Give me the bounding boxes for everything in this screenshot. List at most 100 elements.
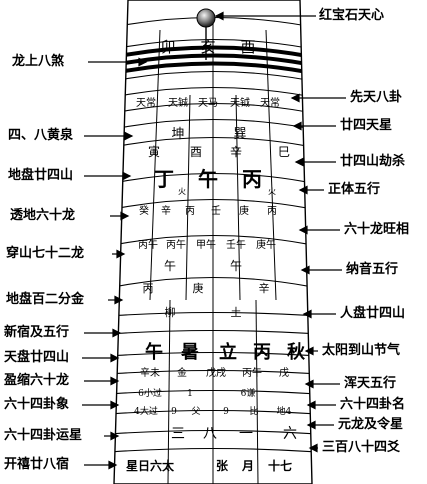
ring-glyph-row1-2: 酉 xyxy=(240,38,255,56)
ring-glyph-row1-1: 亥 xyxy=(200,38,215,56)
label-chuanshan-72-long: 穿山七十二龙 xyxy=(6,246,85,261)
ring-glyph-row3-3: 天钺 xyxy=(230,96,250,109)
ring-glyph-row10-0: 丙 xyxy=(143,282,154,295)
arrow-head-icon xyxy=(290,93,300,103)
ring-glyph-row12-0: 午 xyxy=(145,341,163,363)
ring-glyph-row7-0: 癸 xyxy=(139,204,149,217)
ring-glyph-row16-1: 八 xyxy=(203,426,217,442)
ring-glyph-row13-1: 金 xyxy=(177,366,187,379)
ring-glyph-row10-1: 庚 xyxy=(193,281,204,295)
ring-glyph-row11-1: 土 xyxy=(231,306,242,319)
label-dipan-24-shan: 地盘廿四山 xyxy=(8,168,74,183)
ring-glyph-row16-3: 六 xyxy=(283,426,297,442)
ring-glyph-row11-0: 柳 xyxy=(165,305,176,319)
arrow-head-icon xyxy=(120,211,130,221)
ring-glyph-row6-small-0: 火 xyxy=(178,187,186,196)
ring-glyph-row3-2: 天马 xyxy=(198,97,218,109)
ring-glyph-row9-0: 午 xyxy=(164,259,176,273)
label-ruby-center: 红宝石天心 xyxy=(319,8,385,23)
arrow-head-icon xyxy=(110,376,120,386)
arrow-head-icon xyxy=(114,295,124,305)
ring-glyph-row15-3: 9 xyxy=(223,407,229,417)
ring-glyph-row17-3: 十七 xyxy=(268,458,292,473)
ring-glyph-row3-0: 天常 xyxy=(136,96,156,109)
ring-glyph-row15-1: 9 xyxy=(171,407,177,417)
leader-arrows xyxy=(82,11,346,470)
label-longshang-bash: 龙上八煞 xyxy=(12,54,65,69)
arrow-head-icon xyxy=(112,328,122,338)
label-si-ba-huangquan: 四、八黄泉 xyxy=(8,128,74,143)
ring-glyph-row15-5: 地4 xyxy=(277,405,292,417)
arrow-head-icon xyxy=(116,249,126,259)
ring-text-layer: 卯亥酉天常天铖天马天钺天常坤巽寅酉辛巳丁午丙火火癸辛丙壬庚丙丙午丙午甲午壬午庚午… xyxy=(126,38,306,473)
radial-dividers xyxy=(149,20,277,484)
ring-glyph-row12-4: 秋 xyxy=(287,341,306,363)
label-tianpan-24-shan: 天盘廿四山 xyxy=(4,350,70,365)
arrow-head-icon xyxy=(292,121,302,131)
ring-glyph-row5-2: 辛 xyxy=(230,145,242,159)
label-xinsu-wuxing: 新宿及五行 xyxy=(4,325,70,340)
arrow-head-icon xyxy=(294,157,304,167)
label-24-shan-jiesha: 廿四山劫杀 xyxy=(340,154,406,169)
arrow-head-icon xyxy=(110,400,120,410)
ring-glyph-row13-0: 辛未 xyxy=(140,366,160,379)
ring-glyph-row16-0: 三 xyxy=(171,426,185,442)
arrow-head-icon xyxy=(298,225,308,235)
arrow-head-icon xyxy=(214,11,224,21)
arrow-head-icon xyxy=(308,443,318,453)
ring-glyph-row15-2: 父 xyxy=(191,406,200,417)
label-64-gua-xiang: 六十四卦象 xyxy=(4,397,70,412)
label-64-gua-yunxing: 六十四卦运星 xyxy=(4,428,83,443)
ring-glyph-row8-1: 丙午 xyxy=(166,238,186,251)
arrow-head-icon xyxy=(138,57,148,67)
ring-glyph-row13-3: 丙午 xyxy=(242,366,262,379)
ring-glyph-row5-3: 巳 xyxy=(278,145,290,159)
label-nayin-wuxing: 纳音五行 xyxy=(346,262,399,277)
label-24-tianxing: 廿四天星 xyxy=(340,118,393,133)
arrow-head-icon xyxy=(300,265,310,275)
label-kaixi-28-xiu: 开禧廿八宿 xyxy=(4,457,70,472)
ring-glyph-row17-0: 星日六太 xyxy=(126,458,175,473)
ring-glyph-row12-3: 丙 xyxy=(253,342,271,363)
ring-glyph-row8-0: 丙午 xyxy=(138,238,158,251)
arrow-head-icon xyxy=(124,131,134,141)
ring-glyph-row13-2: 戊戌 xyxy=(206,366,226,379)
ring-glyph-row14-1: 1 xyxy=(187,389,193,399)
label-zhengti-wuxing: 正体五行 xyxy=(328,182,381,197)
arrow-head-icon xyxy=(304,379,314,389)
label-renpan-24-shan: 人盘廿四山 xyxy=(340,306,406,321)
ring-glyph-row10-2: 辛 xyxy=(259,281,270,295)
strip-border xyxy=(113,0,313,484)
compass-rings: 卯亥酉天常天铖天马天钺天常坤巽寅酉辛巳丁午丙火火癸辛丙壬庚丙丙午丙午甲午壬午庚午… xyxy=(114,16,312,484)
ring-glyph-row17-2: 月 xyxy=(241,459,254,473)
arrow-head-icon xyxy=(122,171,132,181)
label-384-yao: 三百八十四爻 xyxy=(322,440,401,455)
ring-glyph-row7-2: 丙 xyxy=(185,206,195,217)
arrow-head-icon xyxy=(298,185,308,195)
ring-glyph-row15-0: 4大过 xyxy=(134,405,158,417)
arrow-head-icon xyxy=(302,309,312,319)
ring-glyph-row5-0: 寅 xyxy=(148,144,160,159)
ring-glyph-row17-1: 张 xyxy=(216,458,229,473)
ring-glyph-row8-4: 庚午 xyxy=(256,238,276,251)
label-64-gua-names: 六十四卦名 xyxy=(340,397,406,412)
ring-glyph-row4-0: 坤 xyxy=(171,127,184,142)
ring-glyph-row6-small-1: 火 xyxy=(268,187,276,196)
arrow-head-icon xyxy=(306,420,316,430)
label-dipan-120-fenjin: 地盘百二分金 xyxy=(6,292,85,307)
ring-glyph-row14-0: 6小过 xyxy=(138,387,162,399)
ring-glyph-row7-5: 丙 xyxy=(267,206,277,217)
ring-glyph-row7-1: 辛 xyxy=(161,204,171,217)
ring-glyph-row15-4: 比 xyxy=(249,405,258,417)
ring-glyph-row9-1: 午 xyxy=(230,259,242,273)
ring-glyph-row4-1: 巽 xyxy=(233,127,246,142)
arrow-head-icon xyxy=(306,400,316,410)
label-yuanlong-lingxing: 元龙及令星 xyxy=(338,417,404,432)
arrow-head-icon xyxy=(110,431,120,441)
ring-glyph-row6-1: 午 xyxy=(198,167,218,191)
ring-glyph-row12-2: 立 xyxy=(219,341,237,363)
label-xiantian-bagua: 先天八卦 xyxy=(350,90,403,105)
label-60-long-wangxiang: 六十龙旺相 xyxy=(344,222,410,237)
ring-glyph-row14-2: 6谦 xyxy=(241,387,256,399)
label-yingsuo-60-long: 盈缩六十龙 xyxy=(4,373,70,388)
